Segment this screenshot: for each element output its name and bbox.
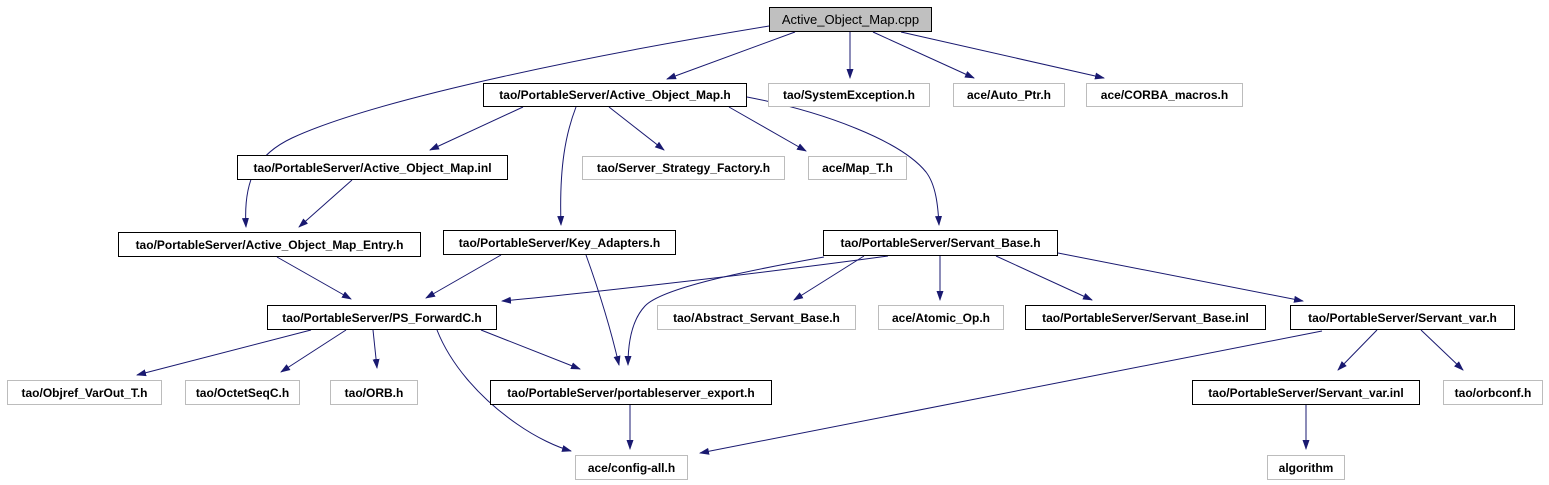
node-sysex: tao/SystemException.h [768,83,930,107]
node-orbconf: tao/orbconf.h [1443,380,1543,405]
node-cfgall: ace/config-all.h [575,455,688,480]
edge-svarh-to-orbconf [1420,329,1464,371]
edge-sbase-to-svarh [1057,252,1304,303]
node-sbinl[interactable]: tao/PortableServer/Servant_Base.inl [1025,305,1266,330]
edge-aom_h-to-keyad [557,106,577,226]
node-corba: ace/CORBA_macros.h [1086,83,1243,107]
edge-cpp-to-corba [900,31,1105,80]
edge-inl-to-entry [298,179,353,228]
node-label: tao/PortableServer/Servant_var.h [1308,310,1497,325]
edge-entry-to-psfwd [276,256,352,300]
node-autoptr: ace/Auto_Ptr.h [953,83,1065,107]
edge-svarh-to-cfgall [699,330,1323,455]
node-mapt: ace/Map_T.h [808,156,907,180]
node-label: algorithm [1278,460,1334,475]
edge-psfwd-to-cfgall [436,329,572,452]
edge-aom_h-to-sbase [746,96,943,226]
node-label: tao/ORB.h [344,385,404,400]
node-keyad[interactable]: tao/PortableServer/Key_Adapters.h [443,230,676,255]
edge-aom_h-to-mapt [728,106,807,152]
node-label: ace/Atomic_Op.h [891,310,991,325]
edge-sbase-to-psexp [624,256,825,366]
node-absb: tao/Abstract_Servant_Base.h [657,305,856,330]
node-aom_h[interactable]: tao/PortableServer/Active_Object_Map.h [483,83,747,107]
node-label: tao/Objref_VarOut_T.h [21,385,148,400]
node-sbase[interactable]: tao/PortableServer/Servant_Base.h [823,230,1058,256]
node-label: tao/PortableServer/Servant_var.inl [1208,385,1404,400]
node-label: tao/PortableServer/portableserver_export… [507,385,755,400]
edge-sbase-to-absb [793,255,865,301]
edge-psfwd-to-objref [136,329,312,377]
node-octet: tao/OctetSeqC.h [185,380,300,405]
node-label: Active_Object_Map.cpp [781,12,920,27]
node-label: tao/orbconf.h [1454,385,1532,400]
edge-cpp-to-entry [241,25,770,228]
node-label: tao/PortableServer/Active_Object_Map_Ent… [135,237,404,252]
node-label: tao/Server_Strategy_Factory.h [596,161,771,175]
node-entry[interactable]: tao/PortableServer/Active_Object_Map_Ent… [118,232,421,257]
node-label: tao/Abstract_Servant_Base.h [673,310,840,325]
node-psexp[interactable]: tao/PortableServer/portableserver_export… [490,380,772,405]
edge-psfwd-to-octet [280,329,347,373]
node-label: tao/PortableServer/Key_Adapters.h [458,235,661,250]
node-label: ace/CORBA_macros.h [1100,88,1229,102]
edge-keyad-to-psexp [585,254,621,366]
edge-svarh-to-svarinl [1337,329,1378,371]
node-cpp: Active_Object_Map.cpp [769,7,932,32]
node-inl[interactable]: tao/PortableServer/Active_Object_Map.inl [237,155,508,180]
node-svarinl[interactable]: tao/PortableServer/Servant_var.inl [1192,380,1420,405]
node-svarh[interactable]: tao/PortableServer/Servant_var.h [1290,305,1515,330]
node-label: tao/PortableServer/PS_ForwardC.h [282,310,482,325]
node-objref: tao/Objref_VarOut_T.h [7,380,162,405]
node-label: tao/PortableServer/Active_Object_Map.inl [253,160,492,175]
node-psfwd[interactable]: tao/PortableServer/PS_ForwardC.h [267,305,497,330]
edge-psfwd-to-orb [372,329,380,369]
node-label: ace/Auto_Ptr.h [966,88,1052,102]
node-label: tao/SystemException.h [782,88,916,102]
node-orb: tao/ORB.h [330,380,418,405]
edge-cpp-to-autoptr [872,31,975,79]
edge-cpp-to-aom_h [666,31,796,80]
edge-aom_h-to-ssf [608,106,665,151]
node-atomic: ace/Atomic_Op.h [878,305,1004,330]
node-label: tao/PortableServer/Servant_Base.inl [1042,310,1249,325]
node-algo: algorithm [1267,455,1345,480]
node-label: tao/PortableServer/Servant_Base.h [840,236,1041,250]
edge-sbase-to-psfwd [501,255,889,304]
node-label: ace/config-all.h [587,460,676,475]
edge-psfwd-to-psexp [480,329,581,370]
node-ssf: tao/Server_Strategy_Factory.h [582,156,785,180]
edge-keyad-to-psfwd [425,254,502,299]
node-label: tao/OctetSeqC.h [195,385,290,400]
node-label: ace/Map_T.h [822,161,893,175]
node-label: tao/PortableServer/Active_Object_Map.h [499,88,731,102]
edge-aom_h-to-inl [429,106,524,151]
edge-sbase-to-sbinl [995,255,1093,301]
